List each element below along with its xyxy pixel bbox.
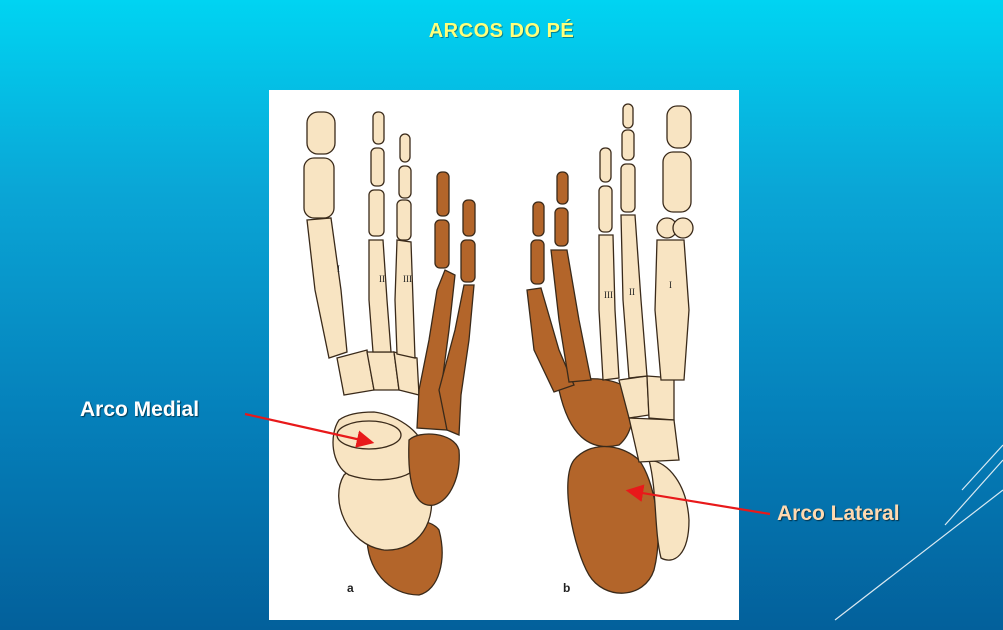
foot-bones-illustration: .lt { fill:#f8e4c2; stroke:#3a2a1a; stro… xyxy=(303,103,694,596)
foot-b: III II I b xyxy=(526,103,694,595)
metatarsal-numeral-a-iii: III xyxy=(403,274,412,284)
metatarsal-numeral-a-ii: II xyxy=(379,274,385,284)
metatarsal-numeral-b-iii: III xyxy=(604,290,613,300)
panel-b-label: b xyxy=(563,581,570,595)
medial-arch-label: Arco Medial xyxy=(80,398,200,421)
panel-a-label: a xyxy=(347,581,354,595)
slide-title: ARCOS DO PÉ xyxy=(428,20,575,42)
foot-a: I II III a xyxy=(303,111,476,596)
decorative-diagonal-lines xyxy=(834,444,1003,621)
metatarsal-numeral-b-ii: II xyxy=(629,287,635,297)
lateral-arch-label: Arco Lateral xyxy=(777,502,900,525)
metatarsal-numeral-a-i: I xyxy=(337,264,340,274)
foot-skeleton-figure: .lt { fill:#f8e4c2; stroke:#3a2a1a; stro… xyxy=(269,90,739,620)
metatarsal-numeral-b-i: I xyxy=(669,280,672,290)
